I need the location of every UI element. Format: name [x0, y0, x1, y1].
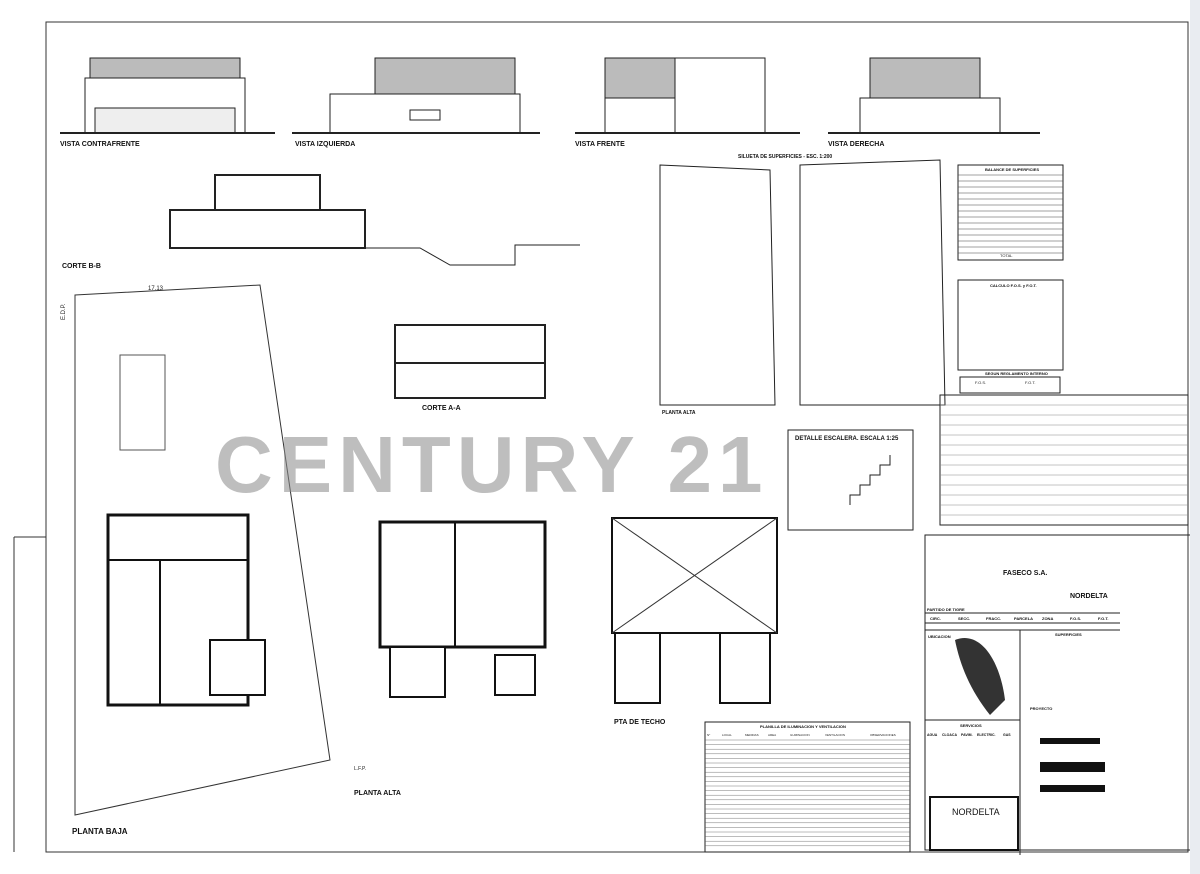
- balance-table: [957, 164, 1064, 261]
- elevation-front: [575, 57, 800, 134]
- owner-name: FASECO S.A.: [1003, 570, 1047, 577]
- section-bb: [169, 174, 580, 266]
- service-header: PAVIM.: [961, 733, 973, 737]
- stair-detail-box: [787, 429, 914, 531]
- fos-fot-rule-table: [959, 376, 1061, 394]
- roof-plan: [611, 517, 778, 704]
- services-label: SERVICIOS: [960, 723, 982, 728]
- partido-label: PARTIDO DE TIGRE: [927, 607, 965, 612]
- stair-detail-title: DETALLE ESCALERA. ESCALA 1:25: [795, 436, 899, 442]
- roof-plan-label: PTA DE TECHO: [614, 719, 666, 726]
- upper-lfp-dimension: L.F.P.: [354, 766, 366, 772]
- section-aa-label: CORTE A-A: [422, 405, 461, 412]
- ground-floor-plan: [74, 284, 331, 816]
- cadastral-header: F.O.S.: [1070, 616, 1081, 621]
- fos-fot-box: [957, 279, 1064, 371]
- silhouette-upper: [799, 159, 946, 406]
- elevation-right: [828, 57, 1040, 134]
- cadastral-header: FRACC.: [986, 616, 1001, 621]
- section-aa: [394, 324, 546, 399]
- lighting-header: MEDIDAS: [745, 733, 759, 737]
- title-block: [924, 534, 1196, 855]
- service-header: CLOACA: [942, 733, 957, 737]
- stair-profile: [849, 455, 891, 505]
- location-map: [955, 638, 1005, 715]
- elevation-rear: [60, 57, 275, 134]
- stamp-logo: NORDELTA: [952, 807, 1000, 817]
- lighting-header: N°: [707, 733, 711, 737]
- surfaces-label: SUPERFICIES: [1055, 632, 1082, 637]
- fot-label: F.O.T.: [1025, 380, 1035, 385]
- elevation-right-label: VISTA DERECHA: [828, 141, 884, 148]
- elevation-left: [292, 57, 540, 134]
- silhouette-upper-label: PLANTA ALTA: [662, 410, 696, 416]
- cadastral-header: SECC.: [958, 616, 970, 621]
- fos-label: F.O.S.: [975, 380, 986, 385]
- lighting-table-title: PLANILLA DE ILUMINACION Y VENTILACION: [760, 724, 846, 729]
- ground-floor-label: PLANTA BAJA: [72, 827, 128, 836]
- silhouette-title: SILUETA DE SUPERFICIES - ESC. 1:200: [738, 154, 832, 160]
- lighting-header: OBSERVACIONES: [870, 733, 896, 737]
- approval-stamp: [929, 796, 1019, 851]
- upper-floor-plan: [378, 520, 547, 698]
- lighting-header: ILUMINACION: [790, 733, 810, 737]
- silhouette-ground: [659, 164, 776, 406]
- front-width-dimension: 17.13: [148, 286, 164, 292]
- elevation-rear-label: VISTA CONTRAFRENTE: [60, 141, 140, 148]
- right-edge: [1190, 0, 1200, 874]
- cadastral-header: ZONA: [1042, 616, 1053, 621]
- cadastral-header: F.O.T.: [1098, 616, 1108, 621]
- fos-fot-title: CALCULO F.O.S. y F.O.T.: [990, 283, 1037, 288]
- place-name: NORDELTA: [1070, 593, 1108, 600]
- lighting-header: LOCAL: [722, 733, 732, 737]
- project-label: PROYECTO: [1030, 706, 1052, 711]
- service-header: AGUA: [927, 733, 938, 737]
- lighting-table: [704, 721, 911, 853]
- fos-fot-rule-title: SEGUN REGLAMENTO INTERNO: [985, 371, 1048, 376]
- redacted-signature: [1040, 785, 1105, 792]
- service-header: ELECTRIC.: [977, 733, 996, 737]
- lighting-header: AREA: [768, 733, 776, 737]
- location-label: UBICACION: [928, 634, 951, 639]
- elevation-left-label: VISTA IZQUIERDA: [295, 141, 355, 148]
- cadastral-header: PARCELA: [1014, 616, 1033, 621]
- watermark: CENTURY 21: [215, 420, 768, 509]
- upper-floor-label: PLANTA ALTA: [354, 790, 401, 797]
- service-header: GAS: [1003, 733, 1011, 737]
- cadastral-header: CIRC.: [930, 616, 941, 621]
- redacted-signature: [1040, 738, 1100, 744]
- elevation-front-label: VISTA FRENTE: [575, 141, 625, 148]
- regulations-table: [939, 394, 1189, 526]
- lighting-header: VENTILACION: [825, 733, 845, 737]
- balance-total-label: TOTAL: [1000, 253, 1013, 258]
- section-bb-label: CORTE B-B: [62, 263, 101, 270]
- redacted-signature: [1040, 762, 1105, 772]
- balance-title: BALANCE DE SUPERFICIES: [985, 167, 1039, 172]
- edp-dimension: E.D.P.: [61, 303, 67, 320]
